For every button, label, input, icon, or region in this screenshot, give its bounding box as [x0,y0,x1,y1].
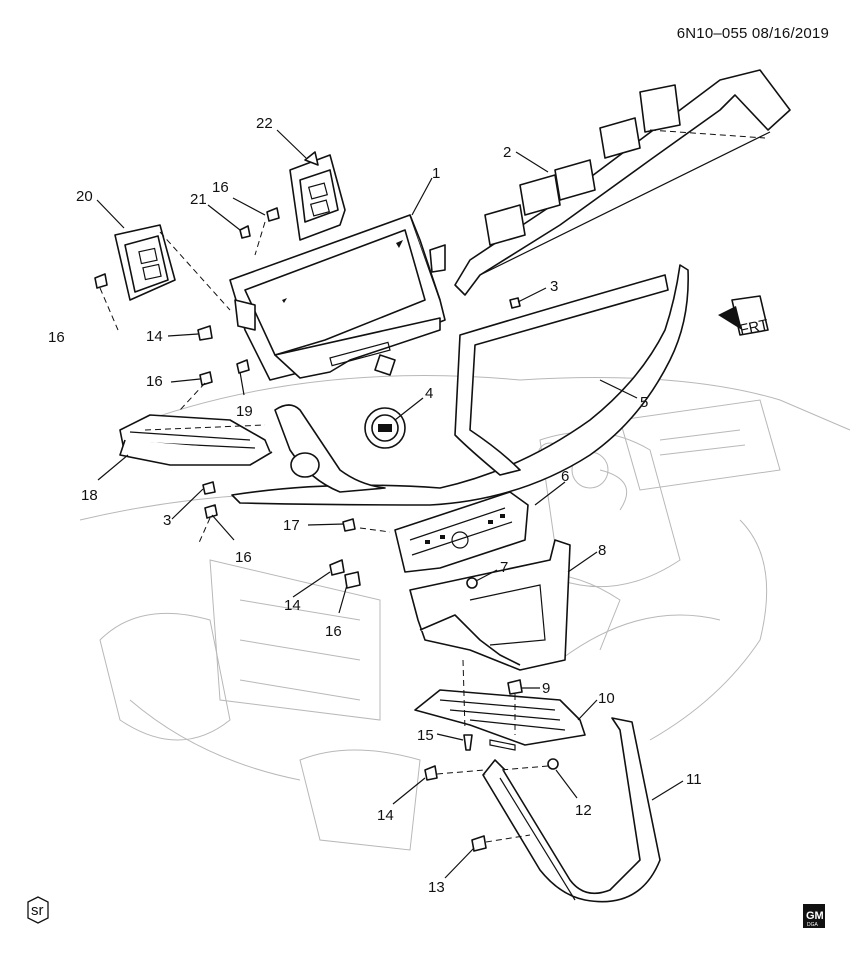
front-direction-indicator: FRT [718,295,770,339]
callout-11: 11 [686,771,702,788]
frt-label: FRT [738,316,770,339]
part-7-screw [466,577,478,589]
part-20-bracket [114,224,176,301]
callout-numbers: 1 2 3 3 4 5 6 7 8 9 10 11 12 13 14 14 14… [48,115,702,896]
callout-17: 17 [283,517,300,534]
gm-logo-text: GM [806,910,824,922]
part-1-display [229,214,446,381]
diagram-code: 6N10–055 08/16/2019 [676,25,829,42]
callout-16-top: 16 [212,179,229,196]
callout-14-low: 14 [377,807,394,824]
callout-7: 7 [500,559,508,576]
part-4-knob [364,407,406,449]
callout-16-mid: 16 [146,373,163,390]
leader-lines [96,129,684,879]
part-9-clip [507,679,523,695]
callout-3-left: 3 [163,512,171,529]
arrow-icon [718,306,742,330]
callout-2: 2 [503,144,511,161]
callout-9: 9 [542,680,550,697]
part-19-clip [236,359,250,374]
gm-logo: GM DGA [803,904,825,928]
part-5-dash-bezel [231,264,689,506]
part-15-screw [463,734,473,751]
callout-3-top: 3 [550,278,558,295]
callout-16-low: 16 [235,549,252,566]
callout-10: 10 [598,690,615,707]
part-14-clip-b [329,559,345,576]
part-8-console-bracket [409,539,571,671]
part-16-connector-low [204,504,218,519]
part-14-clip-a [197,325,213,341]
callout-13: 13 [428,879,445,896]
part-16-connector [344,571,361,589]
part-3-clip-a [509,297,521,309]
callout-4: 4 [425,385,433,402]
part-21-fastener [239,225,251,239]
part-16-connector-mid [199,371,213,386]
callout-8: 8 [598,542,606,559]
part-16-connector-left [94,273,108,289]
gm-logo-subtext: DGA [807,922,819,928]
callout-6: 6 [561,468,569,485]
part-18-vent [119,414,273,466]
reference-lines [99,129,766,843]
callout-21: 21 [190,191,207,208]
part-3-clip-b [202,481,216,495]
callout-16-left: 16 [48,329,65,346]
callout-16-console: 16 [325,623,342,640]
part-6-climate-panel [394,491,529,573]
part-13-clip [471,835,487,852]
callout-15: 15 [417,727,434,744]
part-14-clip-c [424,765,438,781]
part-11-u-trim [482,717,661,903]
part-17-clip [342,518,356,532]
callout-22: 22 [256,115,273,132]
part-16-connector-top [266,207,280,222]
fasteners [94,207,559,852]
callout-14-mid: 14 [284,597,301,614]
callout-18: 18 [81,487,98,504]
vehicle-background [79,375,851,851]
callout-5: 5 [640,394,648,411]
callout-12: 12 [575,802,592,819]
callout-1: 1 [432,165,440,182]
part-2-upper-trim [454,69,791,296]
callout-14-top: 14 [146,328,163,345]
part-10-plate [414,689,586,751]
part-22-bracket [289,151,346,241]
callout-20: 20 [76,188,93,205]
sr-badge: sr [27,896,49,924]
callout-19: 19 [236,403,253,420]
part-12-screw [547,758,559,770]
sr-label: sr [31,902,44,919]
